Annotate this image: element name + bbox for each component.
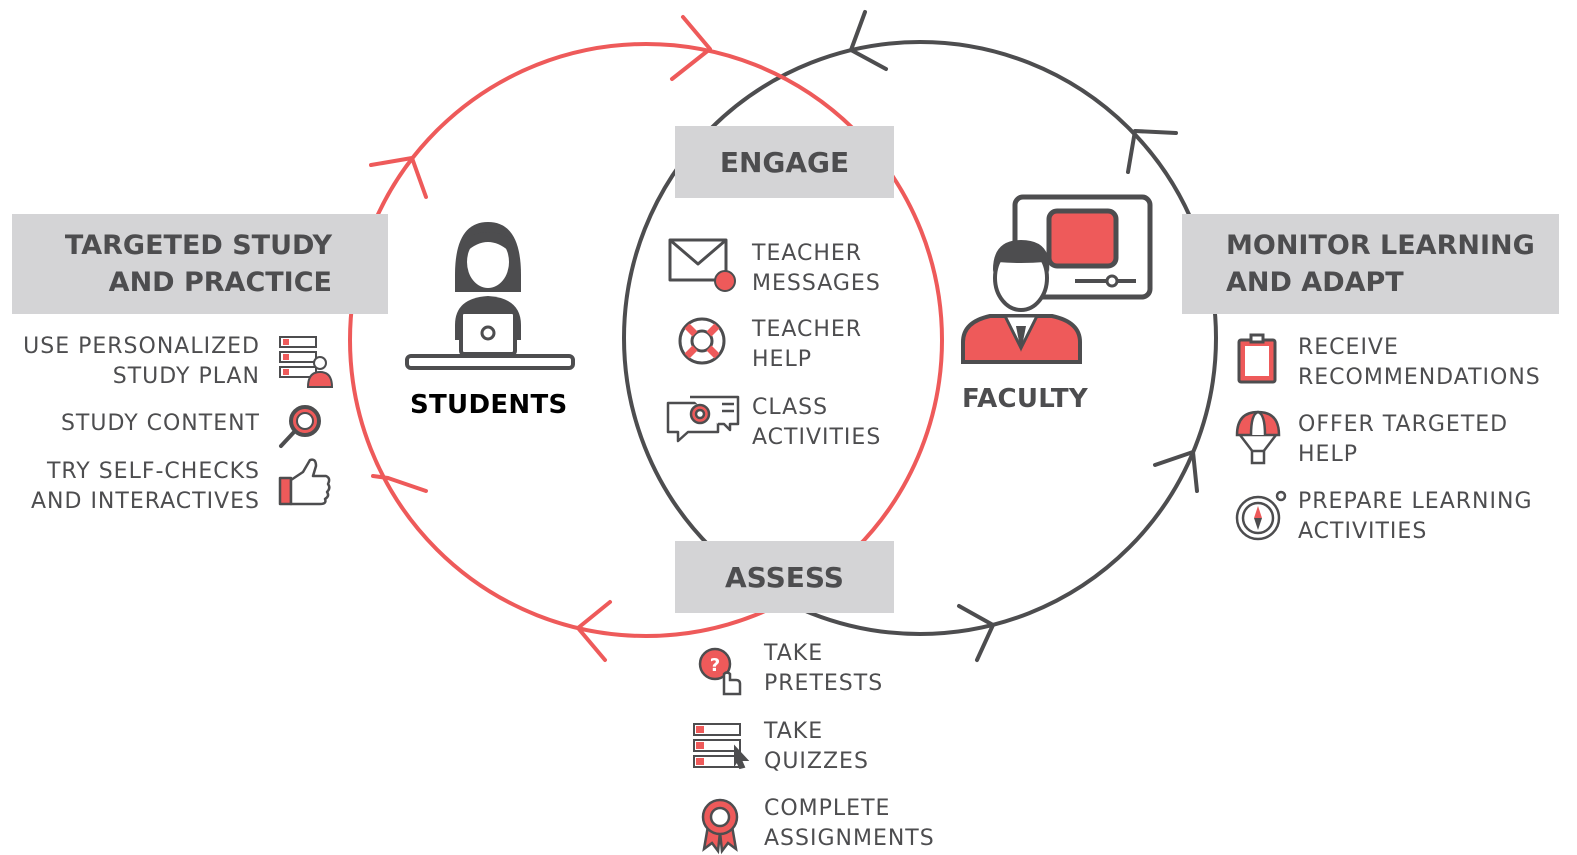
monitor-learning-box: MONITOR LEARNING AND ADAPT <box>1182 214 1559 314</box>
arrow-dark-top <box>849 10 888 71</box>
engage-item-class-activities: CLASS ACTIVITIES <box>752 395 882 450</box>
envelope-icon <box>668 238 736 292</box>
lifebuoy-icon <box>678 317 726 365</box>
monitor-item-learning-activities: PREPARE LEARNING ACTIVITIES <box>1298 489 1533 544</box>
assess-box: ASSESS <box>675 541 894 613</box>
assess-item-assignments: COMPLETE ASSIGNMENTS <box>764 796 935 851</box>
arrow-dark-right <box>1153 450 1199 493</box>
students-label: STUDENTS <box>410 390 568 420</box>
faculty-cycle-arrows <box>849 10 1199 662</box>
chat-gear-icon <box>666 395 740 443</box>
engage-item-teacher-help: TEACHER HELP <box>752 317 863 372</box>
arrow-red-lower-left <box>371 474 428 493</box>
students-cycle-arrows <box>369 15 712 662</box>
targeted-study-box: TARGETED STUDY AND PRACTICE <box>12 214 388 314</box>
monitor-item-targeted-help: OFFER TARGETED HELP <box>1298 412 1509 467</box>
assess-item-quizzes: TAKE QUIZZES <box>764 719 869 774</box>
engage-box: ENGAGE <box>675 126 894 198</box>
compass-icon <box>1235 490 1287 541</box>
question-click-icon: ? <box>698 647 742 696</box>
arrow-dark-bottom <box>957 604 995 662</box>
student-icon <box>405 222 575 370</box>
faculty-label: FACULTY <box>962 384 1089 414</box>
monitor-item-recommendations: RECEIVE RECOMMENDATIONS <box>1298 335 1541 390</box>
monitor-learning-box-label: MONITOR LEARNING AND ADAPT <box>1226 230 1535 298</box>
engage-box-label: ENGAGE <box>719 145 850 179</box>
svg-text:?: ? <box>710 655 720 676</box>
clipboard-icon <box>1237 333 1277 384</box>
arrow-red-bottom <box>576 600 612 662</box>
faculty-cycle-circle <box>622 40 1218 636</box>
targeted-study-box-label: TARGETED STUDY AND PRACTICE <box>64 230 332 298</box>
faculty-icon <box>961 194 1153 364</box>
targeted-item-study-content: STUDY CONTENT <box>60 411 260 436</box>
quiz-list-icon <box>693 723 750 770</box>
award-ribbon-icon <box>701 798 739 855</box>
students-cycle-circle <box>348 42 944 638</box>
arrow-red-upper-left <box>369 156 428 199</box>
engage-item-teacher-messages: TEACHER MESSAGES <box>752 241 881 296</box>
assess-box-label: ASSESS <box>725 560 844 594</box>
thumbs-up-icon <box>278 458 331 506</box>
arrow-red-top <box>670 15 712 81</box>
magnifier-icon <box>279 405 321 448</box>
targeted-item-study-plan: USE PERSONALIZED STUDY PLAN <box>23 334 260 389</box>
parachute-icon <box>1235 410 1281 465</box>
targeted-item-self-checks: TRY SELF-CHECKS AND INTERACTIVES <box>31 459 260 514</box>
study-plan-icon <box>279 336 334 388</box>
arrow-dark-upper-right <box>1126 129 1178 174</box>
assess-item-pretests: TAKE PRETESTS <box>764 641 884 696</box>
